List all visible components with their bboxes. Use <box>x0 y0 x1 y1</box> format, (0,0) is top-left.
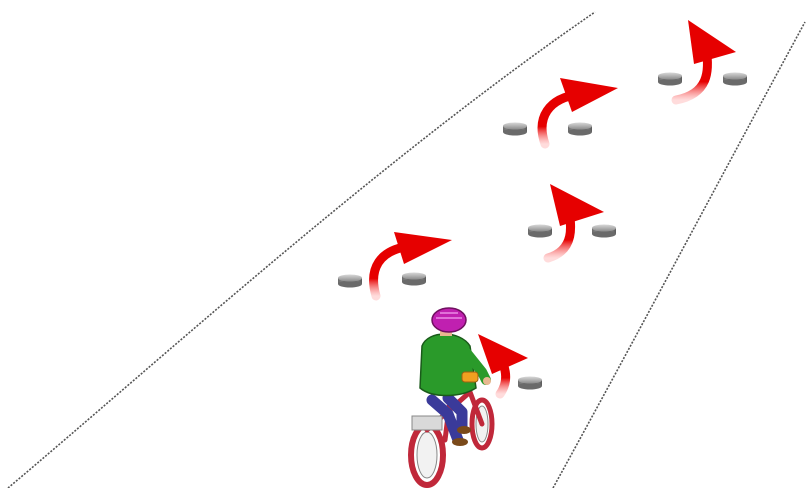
cone-pair <box>528 224 616 238</box>
road-right-edge <box>552 21 806 488</box>
red-arrow-icon <box>478 334 528 399</box>
cone-marker <box>518 376 542 390</box>
cone-marker <box>658 72 682 86</box>
red-arrow-icon <box>671 20 736 105</box>
bicycle-rear-wheel <box>408 422 446 488</box>
red-arrow-icon <box>537 78 618 149</box>
cone-marker <box>592 224 616 238</box>
red-arrow-icon <box>543 184 604 263</box>
road-left-edge <box>7 11 596 488</box>
cyclist <box>408 307 495 488</box>
cone-pair <box>338 272 426 288</box>
cone-marker <box>568 122 592 136</box>
cone-marker <box>723 72 747 86</box>
cyclist-legs <box>426 392 468 446</box>
cone-marker <box>528 224 552 238</box>
cone-pair <box>503 122 592 136</box>
cyclist-shirt <box>419 333 477 397</box>
helmet-icon <box>431 307 467 333</box>
cone-pair <box>658 72 747 86</box>
red-arrow-icon <box>369 232 452 301</box>
cone-marker <box>503 122 527 136</box>
cone-marker <box>402 272 426 286</box>
cone-marker <box>338 274 362 288</box>
bicycle-basket <box>411 415 443 431</box>
